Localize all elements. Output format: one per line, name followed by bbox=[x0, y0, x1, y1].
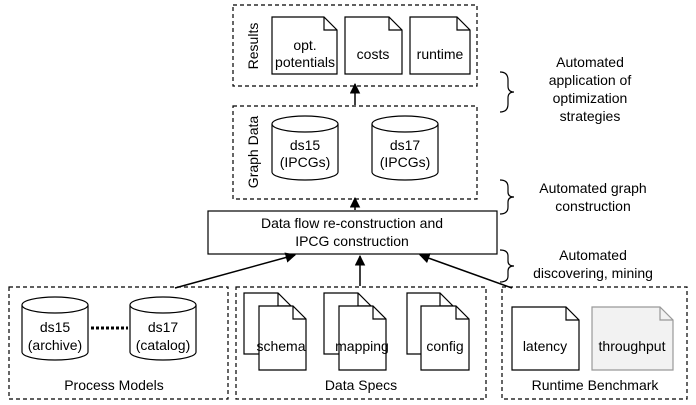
svg-text:opt.: opt. bbox=[293, 37, 316, 53]
construction-line1: Data flow re-construction and bbox=[261, 215, 443, 231]
db-ds15-archive-line2: (archive) bbox=[28, 337, 82, 353]
db-ds15-ipcgs: ds15 (IPCGs) bbox=[271, 115, 339, 181]
doc-opt-potentials-line2: potentials bbox=[275, 54, 335, 70]
db-ds17-catalog-line2: (catalog) bbox=[136, 337, 190, 353]
annotation-graph-line1: Automated graph bbox=[539, 180, 646, 196]
db-ds17-catalog-line1: ds17 bbox=[148, 319, 179, 335]
doc-costs-label: costs bbox=[357, 46, 390, 62]
annotation-optimization-line2: application of bbox=[549, 72, 632, 88]
doc-mapping-label: mapping bbox=[335, 338, 389, 354]
annotation-optimization-line3: optimization bbox=[553, 90, 628, 106]
db-ds17-ipcgs-line2: (IPCGs) bbox=[380, 154, 431, 170]
doc-schema: schema bbox=[243, 292, 307, 371]
doc-mapping: mapping bbox=[323, 292, 389, 371]
arrow-benchmark-to-construction bbox=[419, 253, 513, 289]
graph-data-label: Graph Data bbox=[245, 116, 261, 189]
doc-runtime: runtime bbox=[409, 16, 471, 75]
data-specs-label: Data Specs bbox=[325, 377, 397, 393]
brace-optimization bbox=[499, 71, 515, 113]
db-ds17-ipcgs: ds17 (IPCGs) bbox=[371, 115, 439, 181]
brace-graph-construction bbox=[499, 179, 515, 215]
annotation-discovering-line1: Automated bbox=[559, 247, 627, 263]
annotation-graph-line2: construction bbox=[555, 198, 630, 214]
process-models-label: Process Models bbox=[64, 377, 164, 393]
db-ds15-ipcgs-line1: ds15 bbox=[290, 137, 321, 153]
annotation-graph-construction: Automated graph construction bbox=[539, 180, 646, 214]
brace-discovering bbox=[499, 249, 515, 283]
results-group: Results opt. potentials costs runtime bbox=[232, 4, 478, 87]
runtime-benchmark-label: Runtime Benchmark bbox=[532, 377, 660, 393]
data-specs-group: Data Specs schema mapping config bbox=[235, 286, 487, 400]
db-ds17-catalog: ds17 (catalog) bbox=[129, 296, 197, 361]
doc-runtime-label: runtime bbox=[417, 46, 464, 62]
doc-throughput-label: throughput bbox=[599, 338, 666, 354]
doc-schema-label: schema bbox=[256, 338, 305, 354]
doc-opt-potentials-line1: opt. bbox=[293, 37, 316, 53]
annotation-discovering: Automated discovering, mining bbox=[533, 247, 653, 281]
svg-text:potentials: potentials bbox=[275, 54, 335, 70]
annotation-optimization: Automated application of optimization st… bbox=[549, 54, 632, 124]
db-ds15-archive: ds15 (archive) bbox=[21, 296, 89, 361]
doc-throughput: throughput bbox=[591, 306, 674, 371]
results-label: Results bbox=[245, 23, 261, 70]
annotation-discovering-line2: discovering, mining bbox=[533, 265, 653, 281]
doc-latency: latency bbox=[511, 306, 580, 371]
construction-box: Data flow re-construction and IPCG const… bbox=[207, 210, 498, 255]
db-ds17-ipcgs-line1: ds17 bbox=[390, 137, 421, 153]
graph-data-group: Graph Data ds15 (IPCGs) ds17 (IPCGs) bbox=[232, 105, 478, 200]
doc-config-label: config bbox=[426, 338, 463, 354]
doc-config: config bbox=[406, 292, 470, 371]
db-ds15-archive-line1: ds15 bbox=[40, 319, 71, 335]
doc-opt-potentials: opt. potentials bbox=[271, 16, 338, 75]
doc-costs: costs bbox=[344, 16, 403, 75]
annotation-optimization-line1: Automated bbox=[556, 54, 624, 70]
construction-line2: IPCG construction bbox=[295, 233, 409, 249]
runtime-benchmark-group: Runtime Benchmark latency throughput bbox=[501, 286, 688, 400]
arrow-processmodels-to-construction bbox=[174, 252, 297, 289]
db-ds15-ipcgs-line2: (IPCGs) bbox=[280, 154, 331, 170]
process-models-group: Process Models ds15 (archive) ds17 (cata… bbox=[8, 286, 229, 400]
doc-latency-label: latency bbox=[523, 338, 567, 354]
annotation-optimization-line4: strategies bbox=[560, 108, 621, 124]
